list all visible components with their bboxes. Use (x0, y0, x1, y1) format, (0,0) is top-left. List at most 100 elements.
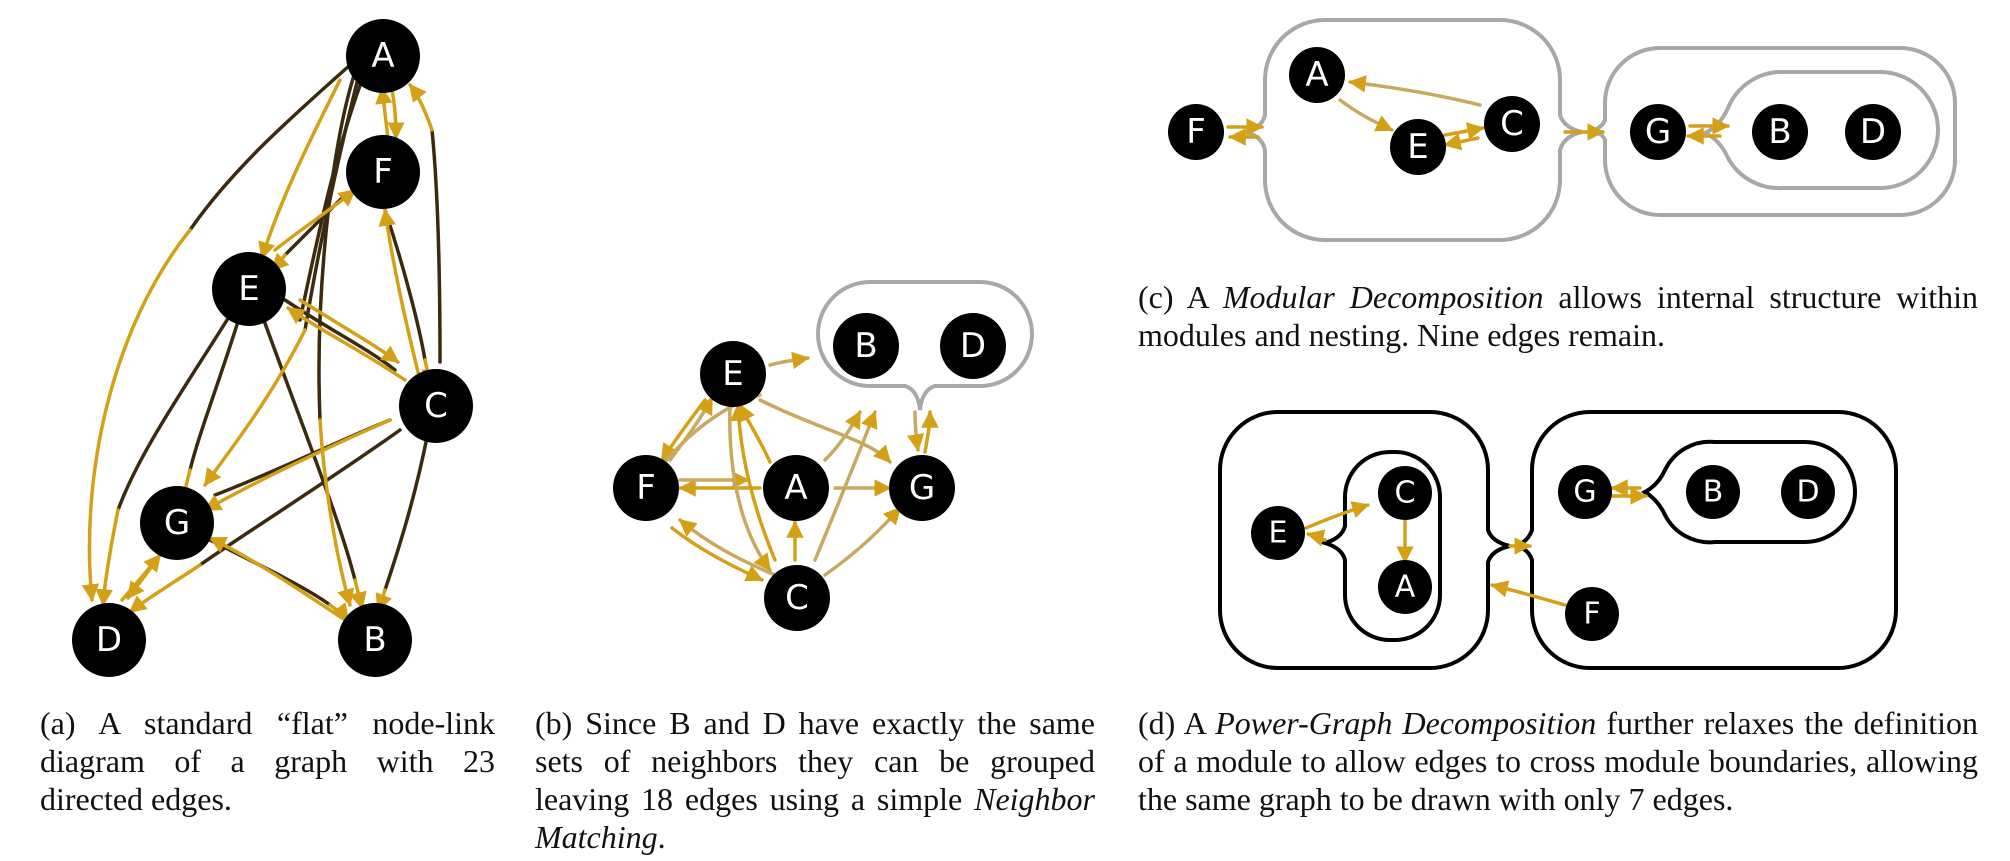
edge-e-c (728, 403, 772, 572)
edge-c-f (678, 518, 777, 577)
node-label: C (785, 578, 809, 618)
node-g: G (889, 455, 955, 521)
caption-emphasis: Power-Graph Decomposition (1215, 705, 1597, 741)
caption-label: (d) (1138, 705, 1176, 741)
edge-c-f-gold (378, 208, 422, 382)
node-f: F (346, 135, 420, 209)
edge-c-e (729, 403, 777, 562)
caption-label: (b) (535, 705, 573, 741)
node-d: D (1845, 104, 1901, 160)
node-e: E (700, 341, 766, 407)
node-label: F (1186, 112, 1206, 152)
panel-c-edges (1226, 75, 1730, 151)
edge-bd-g (906, 410, 925, 452)
edge-f-c-dark (383, 208, 427, 362)
module-gbdf (1514, 410, 1898, 670)
node-a: A (346, 19, 420, 93)
node-label: A (784, 468, 807, 508)
edge-a-g-gold (203, 328, 307, 487)
node-f: F (1565, 587, 1619, 641)
edge-b-g-gold (208, 536, 347, 622)
edge-c-a-dark (430, 128, 442, 364)
edge-g-d-gold (126, 553, 162, 600)
node-label: C (1500, 104, 1524, 144)
caption-a: (a) A standard “flat” node-link diagram … (40, 704, 495, 818)
edge-ca-e (1306, 529, 1327, 547)
node-label: B (854, 326, 877, 366)
node-label: D (1860, 112, 1886, 152)
node-label: E (722, 354, 743, 394)
module-bd-inner (1640, 439, 1857, 545)
node-d: D (72, 603, 146, 677)
edge-a-e-gold (258, 78, 342, 260)
edge-e-c (1443, 122, 1485, 140)
caption-d: (d) A Power-Graph Decomposition further … (1138, 704, 1978, 818)
edge-a-d-gold (81, 228, 192, 602)
edge-e-f-gold (273, 188, 357, 252)
edge-c-a (1348, 75, 1482, 107)
edge-c-e-gold (286, 306, 407, 382)
node-label: A (1395, 570, 1416, 605)
edge-e-ca (1304, 501, 1370, 530)
node-g: G (1558, 465, 1612, 519)
edge-f-e (668, 396, 714, 462)
edge-e-g (758, 398, 892, 464)
node-label: F (373, 152, 393, 192)
module-ace (1244, 18, 1583, 242)
node-label: E (238, 269, 259, 309)
edge-e-c-gold (298, 298, 400, 364)
node-b: B (338, 603, 412, 677)
edge-a-e-dark (298, 70, 367, 322)
edge-c-g (823, 506, 902, 577)
node-g: G (1630, 104, 1686, 160)
edge-c-g-gold (203, 418, 392, 512)
module-gbd (1589, 46, 1957, 217)
panel-a-gold-edges (81, 78, 439, 622)
node-label: B (1703, 475, 1724, 510)
node-label: E (1407, 127, 1428, 167)
caption-text: A (1186, 279, 1223, 315)
edge-a-b-dark (317, 70, 357, 422)
edge-e-d-dark (116, 310, 234, 512)
node-b: B (1686, 465, 1740, 519)
node-b: B (833, 313, 899, 379)
panel-a-diagram: A F E C G D B (72, 19, 473, 677)
edge-g-bd (921, 410, 939, 454)
module-ca (1317, 450, 1442, 642)
edge-e-bd (768, 351, 810, 370)
edge-f-a-gold (375, 86, 393, 142)
caption-emphasis: Modular Decomposition (1222, 279, 1544, 315)
node-label: G (164, 503, 190, 543)
panel-b-diagram: B D E F A G C (613, 280, 1034, 631)
edge-e-b-dark (260, 313, 357, 582)
edge-c-e (1443, 133, 1480, 151)
node-c: C (399, 369, 473, 443)
caption-text-end: . (657, 819, 666, 855)
node-label: C (1395, 476, 1416, 511)
caption-c: (c) A Modular Decomposition allows inter… (1138, 278, 1978, 354)
node-a: A (1289, 47, 1345, 103)
caption-text: A (1183, 705, 1216, 741)
edge-f-c (670, 526, 764, 582)
caption-b: (b) Since B and D have exactly the same … (535, 704, 1095, 856)
caption-text: Since B and D have exactly the same sets… (535, 705, 1096, 817)
module-bd-nested (1700, 69, 1940, 191)
node-e: E (212, 252, 286, 326)
node-c: C (1484, 96, 1540, 152)
edge-e-d-gold (95, 508, 120, 607)
node-label: A (1305, 55, 1328, 95)
edge-a-bd (823, 410, 862, 462)
edge-c-bd (813, 410, 878, 562)
node-label: A (371, 36, 394, 76)
caption-text: A standard “flat” node-link diagram of a… (40, 705, 495, 817)
edge-e-b-gold (349, 578, 367, 610)
caption-text-end: allows internal structure within modules… (1138, 279, 1979, 353)
node-d: D (1781, 465, 1835, 519)
edge-a-b-gold (318, 418, 355, 607)
node-label: G (909, 468, 935, 508)
panel-c-diagram: F A E C G B D (1168, 18, 1957, 242)
node-e: E (1251, 506, 1305, 560)
edge-a-d-dark (188, 63, 352, 232)
edge-e-g-dark (188, 313, 242, 472)
